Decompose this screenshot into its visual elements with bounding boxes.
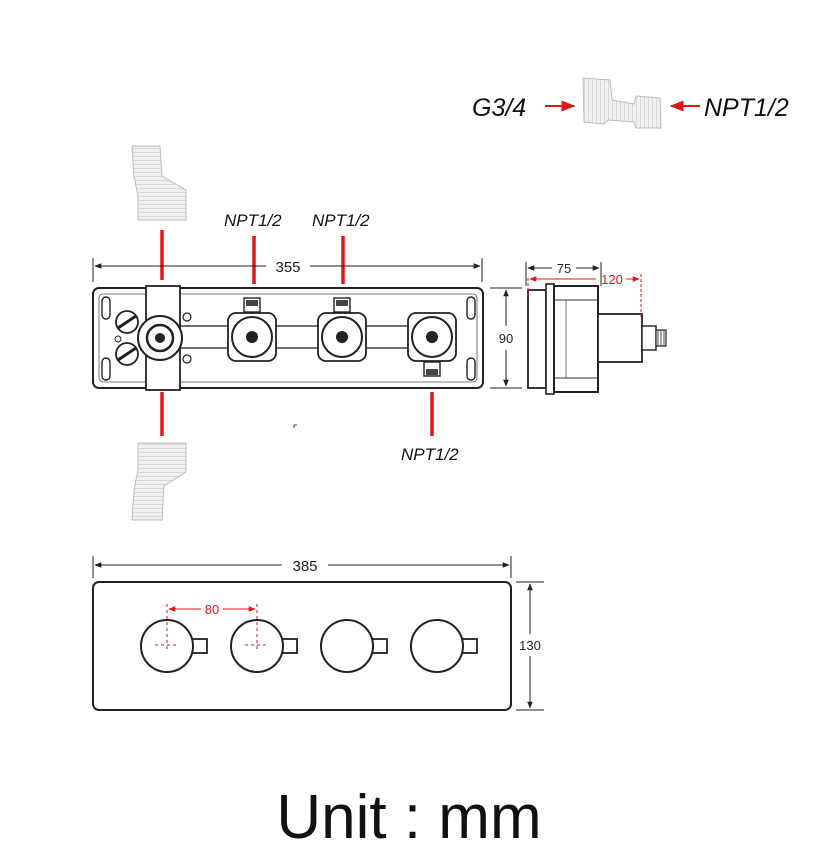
dimension-120 [527, 274, 642, 318]
cover-plate-knob [410, 619, 478, 673]
side-view [527, 283, 667, 395]
cover-plate [92, 581, 512, 711]
top-inlet-fitting [131, 145, 187, 221]
dim-130-label: 130 [519, 638, 541, 653]
bottom-outlet-fitting [131, 442, 187, 521]
dimension-90 [490, 287, 522, 389]
cover-plate-knob [320, 619, 388, 673]
units-label: Unit : mm [276, 783, 541, 852]
adapter-left-label: G3/4 [472, 94, 526, 122]
dimension-355 [92, 258, 483, 282]
dimension-80 [155, 604, 269, 650]
dimension-385 [92, 556, 512, 578]
adapter-right-label: NPT1/2 [704, 94, 789, 122]
port-label-bottom: NPT1/2 [401, 445, 459, 464]
dim-75-label: 75 [557, 261, 571, 276]
stray-mark [293, 424, 297, 428]
dim-80-label: 80 [205, 602, 219, 617]
dim-120-label: 120 [601, 272, 623, 287]
valve-body [92, 285, 484, 391]
dim-385-label: 385 [292, 558, 317, 575]
dim-90-label: 90 [499, 331, 513, 346]
adapter-fitting [582, 77, 662, 129]
port-label-1: NPT1/2 [224, 211, 282, 230]
dimension-75 [525, 262, 602, 286]
port-label-2: NPT1/2 [312, 211, 370, 230]
dim-355-label: 355 [275, 259, 300, 276]
dimension-130 [516, 581, 544, 711]
